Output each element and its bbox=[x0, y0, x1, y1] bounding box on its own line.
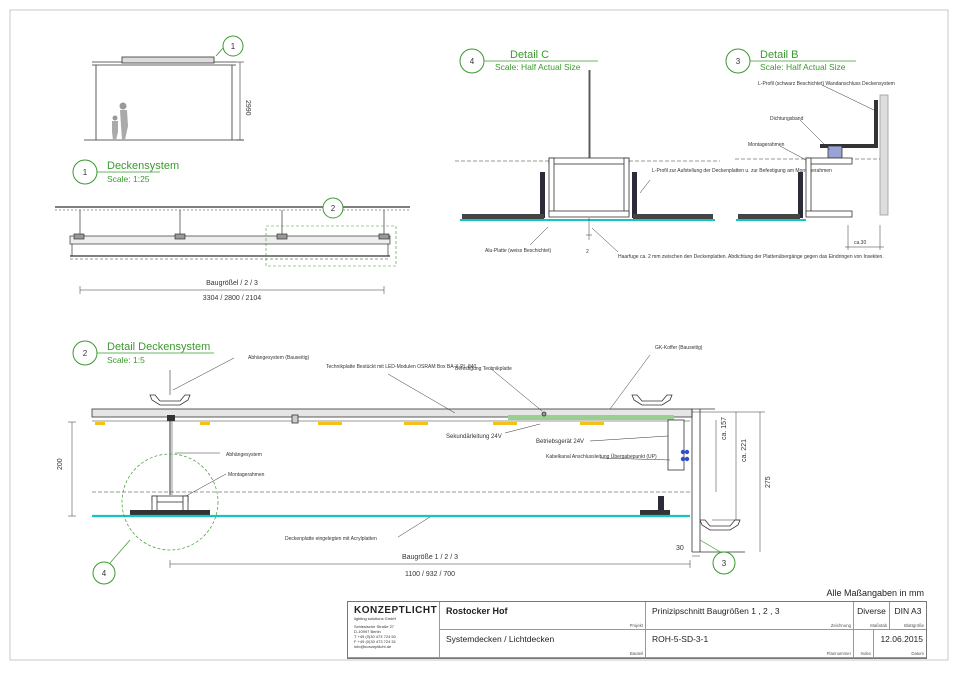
part-cell: Systemdecken / Lichtdecken Bauteil bbox=[440, 630, 646, 658]
company-cell: KONZEPTLICHT lighting solutions GmbH Sch… bbox=[348, 602, 440, 658]
deckensystem-section bbox=[55, 206, 410, 294]
svg-text:Betriebsgerät 24V: Betriebsgerät 24V bbox=[536, 439, 584, 445]
svg-text:Baugröße 1 / 2 / 3: Baugröße 1 / 2 / 3 bbox=[402, 554, 458, 561]
svg-text:Detail B: Detail B bbox=[760, 49, 799, 61]
svg-text:Befestigung Technikplatte: Befestigung Technikplatte bbox=[455, 366, 512, 372]
svg-text:GK-Koffer (Bauseitig): GK-Koffer (Bauseitig) bbox=[655, 345, 703, 351]
svg-text:30: 30 bbox=[676, 545, 684, 552]
svg-text:Abhängesystem: Abhängesystem bbox=[226, 452, 262, 458]
scale-label: Maßstab bbox=[870, 623, 887, 628]
callout-4-bottom: 4 bbox=[92, 561, 116, 585]
svg-text:2: 2 bbox=[586, 249, 589, 255]
scale-value: Diverse bbox=[857, 606, 886, 616]
svg-text:Haarfuge ca. 2 mm zwischen den: Haarfuge ca. 2 mm zwischen den Deckenpla… bbox=[618, 254, 884, 260]
detailC-title: 4 Detail C Scale: Half Actual Size bbox=[459, 48, 598, 74]
detailC-drawing bbox=[455, 70, 720, 253]
callout-number: 1 bbox=[231, 42, 236, 51]
callout-3-bottom: 3 bbox=[712, 551, 736, 575]
svg-text:L-Profil zur Aufstellung der D: L-Profil zur Aufstellung der Deckenplatt… bbox=[652, 168, 832, 174]
scale-cell: Diverse Maßstab bbox=[854, 602, 890, 630]
detail2-title: 2 Detail Deckensystem Scale: 1:5 bbox=[72, 340, 214, 366]
svg-text:ca. 221: ca. 221 bbox=[741, 439, 748, 462]
drawing-value: Prinizipschnitt Baugrößen 1 , 2 , 3 bbox=[652, 606, 780, 616]
planno-value: ROH-5-SD-3-1 bbox=[652, 634, 709, 644]
svg-text:Montagerahmen: Montagerahmen bbox=[748, 142, 785, 148]
svg-text:275: 275 bbox=[765, 476, 772, 488]
detailB-title: 3 Detail B Scale: Half Actual Size bbox=[725, 48, 856, 74]
svg-text:ca.30: ca.30 bbox=[854, 240, 866, 246]
svg-text:Technikplatte Bestückt mit LED: Technikplatte Bestückt mit LED-Modulen O… bbox=[326, 364, 477, 370]
svg-text:Detail C: Detail C bbox=[510, 49, 549, 61]
project-cell: Rostocker Hof Projekt bbox=[440, 602, 646, 630]
planno-label: Plannummer bbox=[826, 651, 851, 656]
svg-text:Dichtungsband: Dichtungsband bbox=[770, 116, 804, 122]
date-label: Datum bbox=[911, 651, 924, 656]
format-label: Blattgröße bbox=[904, 623, 924, 628]
view1-title-text: Deckensystem bbox=[107, 160, 179, 172]
date-cell: 12.06.2015 Datum bbox=[874, 630, 926, 658]
svg-text:Scale: Half Actual Size: Scale: Half Actual Size bbox=[760, 62, 846, 72]
address-line: Schlesische Straße 27 bbox=[354, 624, 395, 629]
svg-text:Scale: Half Actual Size: Scale: Half Actual Size bbox=[495, 62, 581, 72]
svg-text:Deckenplatte eingelegten mit A: Deckenplatte eingelegten mit Acrylplatte… bbox=[285, 536, 377, 542]
view1-callout: 1 bbox=[83, 168, 88, 177]
svg-text:200: 200 bbox=[57, 458, 64, 470]
svg-text:Detail Deckensystem: Detail Deckensystem bbox=[107, 341, 210, 353]
detailB-drawing bbox=[735, 84, 889, 250]
detail2-drawing bbox=[68, 354, 765, 568]
units-note: Alle Maßangaben in mm bbox=[826, 588, 924, 598]
svg-text:Montagerahmen: Montagerahmen bbox=[228, 472, 265, 478]
svg-text:4: 4 bbox=[102, 569, 107, 578]
view1-size-label: Baugrößel / 2 / 3 bbox=[206, 280, 258, 287]
view1-scale: Scale: 1:25 bbox=[107, 174, 150, 184]
svg-text:Sekundärleitung 24V: Sekundärleitung 24V bbox=[446, 434, 502, 440]
address-line: F +49 (0)30 473 724 51 bbox=[354, 639, 396, 644]
address-line: info@konzeptlicht.de bbox=[354, 644, 392, 649]
planno-cell: ROH-5-SD-3-1 Plannummer bbox=[646, 630, 854, 658]
svg-text:4: 4 bbox=[470, 57, 475, 66]
svg-text:1100 / 932 / 700: 1100 / 932 / 700 bbox=[405, 571, 455, 578]
svg-text:Abhängesystem (Bauseitig): Abhängesystem (Bauseitig) bbox=[248, 355, 309, 361]
svg-text:ca. 157: ca. 157 bbox=[721, 417, 728, 440]
company-name: KONZEPTLICHT bbox=[354, 605, 438, 616]
sheet-border bbox=[9, 9, 949, 661]
index-label: Index bbox=[860, 651, 871, 656]
callout-2-section: 2 bbox=[322, 197, 344, 219]
view1-title: 1 Deckensystem Scale: 1:25 bbox=[72, 159, 179, 185]
title-block: KONZEPTLICHT lighting solutions GmbH Sch… bbox=[347, 601, 927, 659]
view1-size-dims: 3304 / 2800 / 2104 bbox=[203, 295, 261, 302]
format-value: DIN A3 bbox=[894, 606, 922, 616]
date-value: 12.06.2015 bbox=[880, 634, 923, 644]
project-value: Rostocker Hof bbox=[446, 606, 508, 616]
callout-1-top: 1 bbox=[215, 35, 244, 57]
part-value: Systemdecken / Lichtdecken bbox=[446, 634, 555, 644]
svg-text:L-Profil (schwarz Beschichtet): L-Profil (schwarz Beschichtet) Wandansch… bbox=[758, 81, 895, 87]
address-line: D-10997 Berlin bbox=[354, 629, 381, 634]
svg-text:3: 3 bbox=[722, 559, 727, 568]
company-sub: lighting solutions GmbH bbox=[354, 616, 397, 621]
elevation-small bbox=[84, 56, 244, 141]
drawing-cell: Prinizipschnitt Baugrößen 1 , 2 , 3 Zeic… bbox=[646, 602, 854, 630]
svg-text:Alu-Platte (weiss Beschichtet): Alu-Platte (weiss Beschichtet) bbox=[485, 248, 551, 254]
address-line: T +49 (0)30 473 724 50 bbox=[354, 634, 396, 639]
drawing-label: Zeichnung bbox=[830, 623, 851, 628]
svg-text:Scale: 1:5: Scale: 1:5 bbox=[107, 355, 145, 365]
svg-text:2: 2 bbox=[331, 204, 336, 213]
svg-text:Kabelkanal Anschlussleitung Üb: Kabelkanal Anschlussleitung Übergabepunk… bbox=[546, 453, 657, 460]
svg-text:2: 2 bbox=[83, 349, 88, 358]
format-cell: DIN A3 Blattgröße bbox=[890, 602, 926, 630]
index-cell: Index bbox=[854, 630, 874, 658]
project-label: Projekt bbox=[629, 623, 643, 628]
svg-text:3: 3 bbox=[736, 57, 741, 66]
part-label: Bauteil bbox=[629, 651, 643, 656]
height-dim: 2990 bbox=[244, 100, 251, 116]
